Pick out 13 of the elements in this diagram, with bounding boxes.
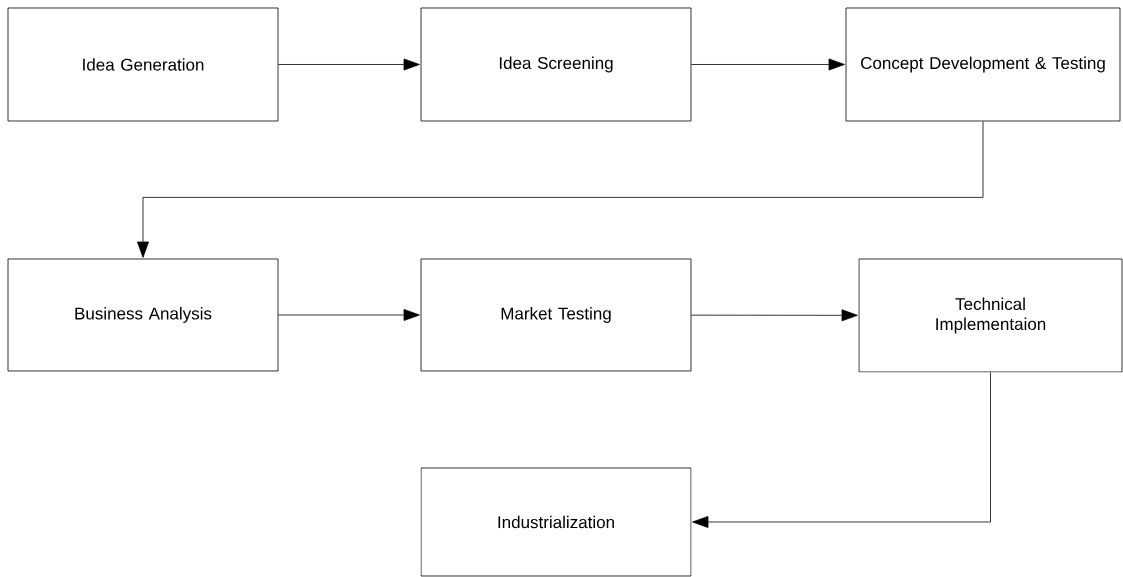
arrow: [278, 309, 420, 321]
process-box: Business Analysis: [7, 258, 279, 372]
process-box: Idea Generation: [7, 7, 279, 122]
arrow: [691, 58, 845, 71]
arrow: [691, 309, 858, 322]
process-box: Industrialization: [420, 467, 692, 577]
process-box: Market Testing: [420, 258, 692, 372]
arrow: [137, 121, 984, 258]
process-box: Concept Development & Testing: [845, 7, 1121, 122]
process-box: Technical Implementaion: [858, 258, 1123, 373]
process-box: Idea Screening: [420, 7, 692, 122]
arrow: [278, 58, 420, 71]
arrow: [692, 372, 991, 528]
